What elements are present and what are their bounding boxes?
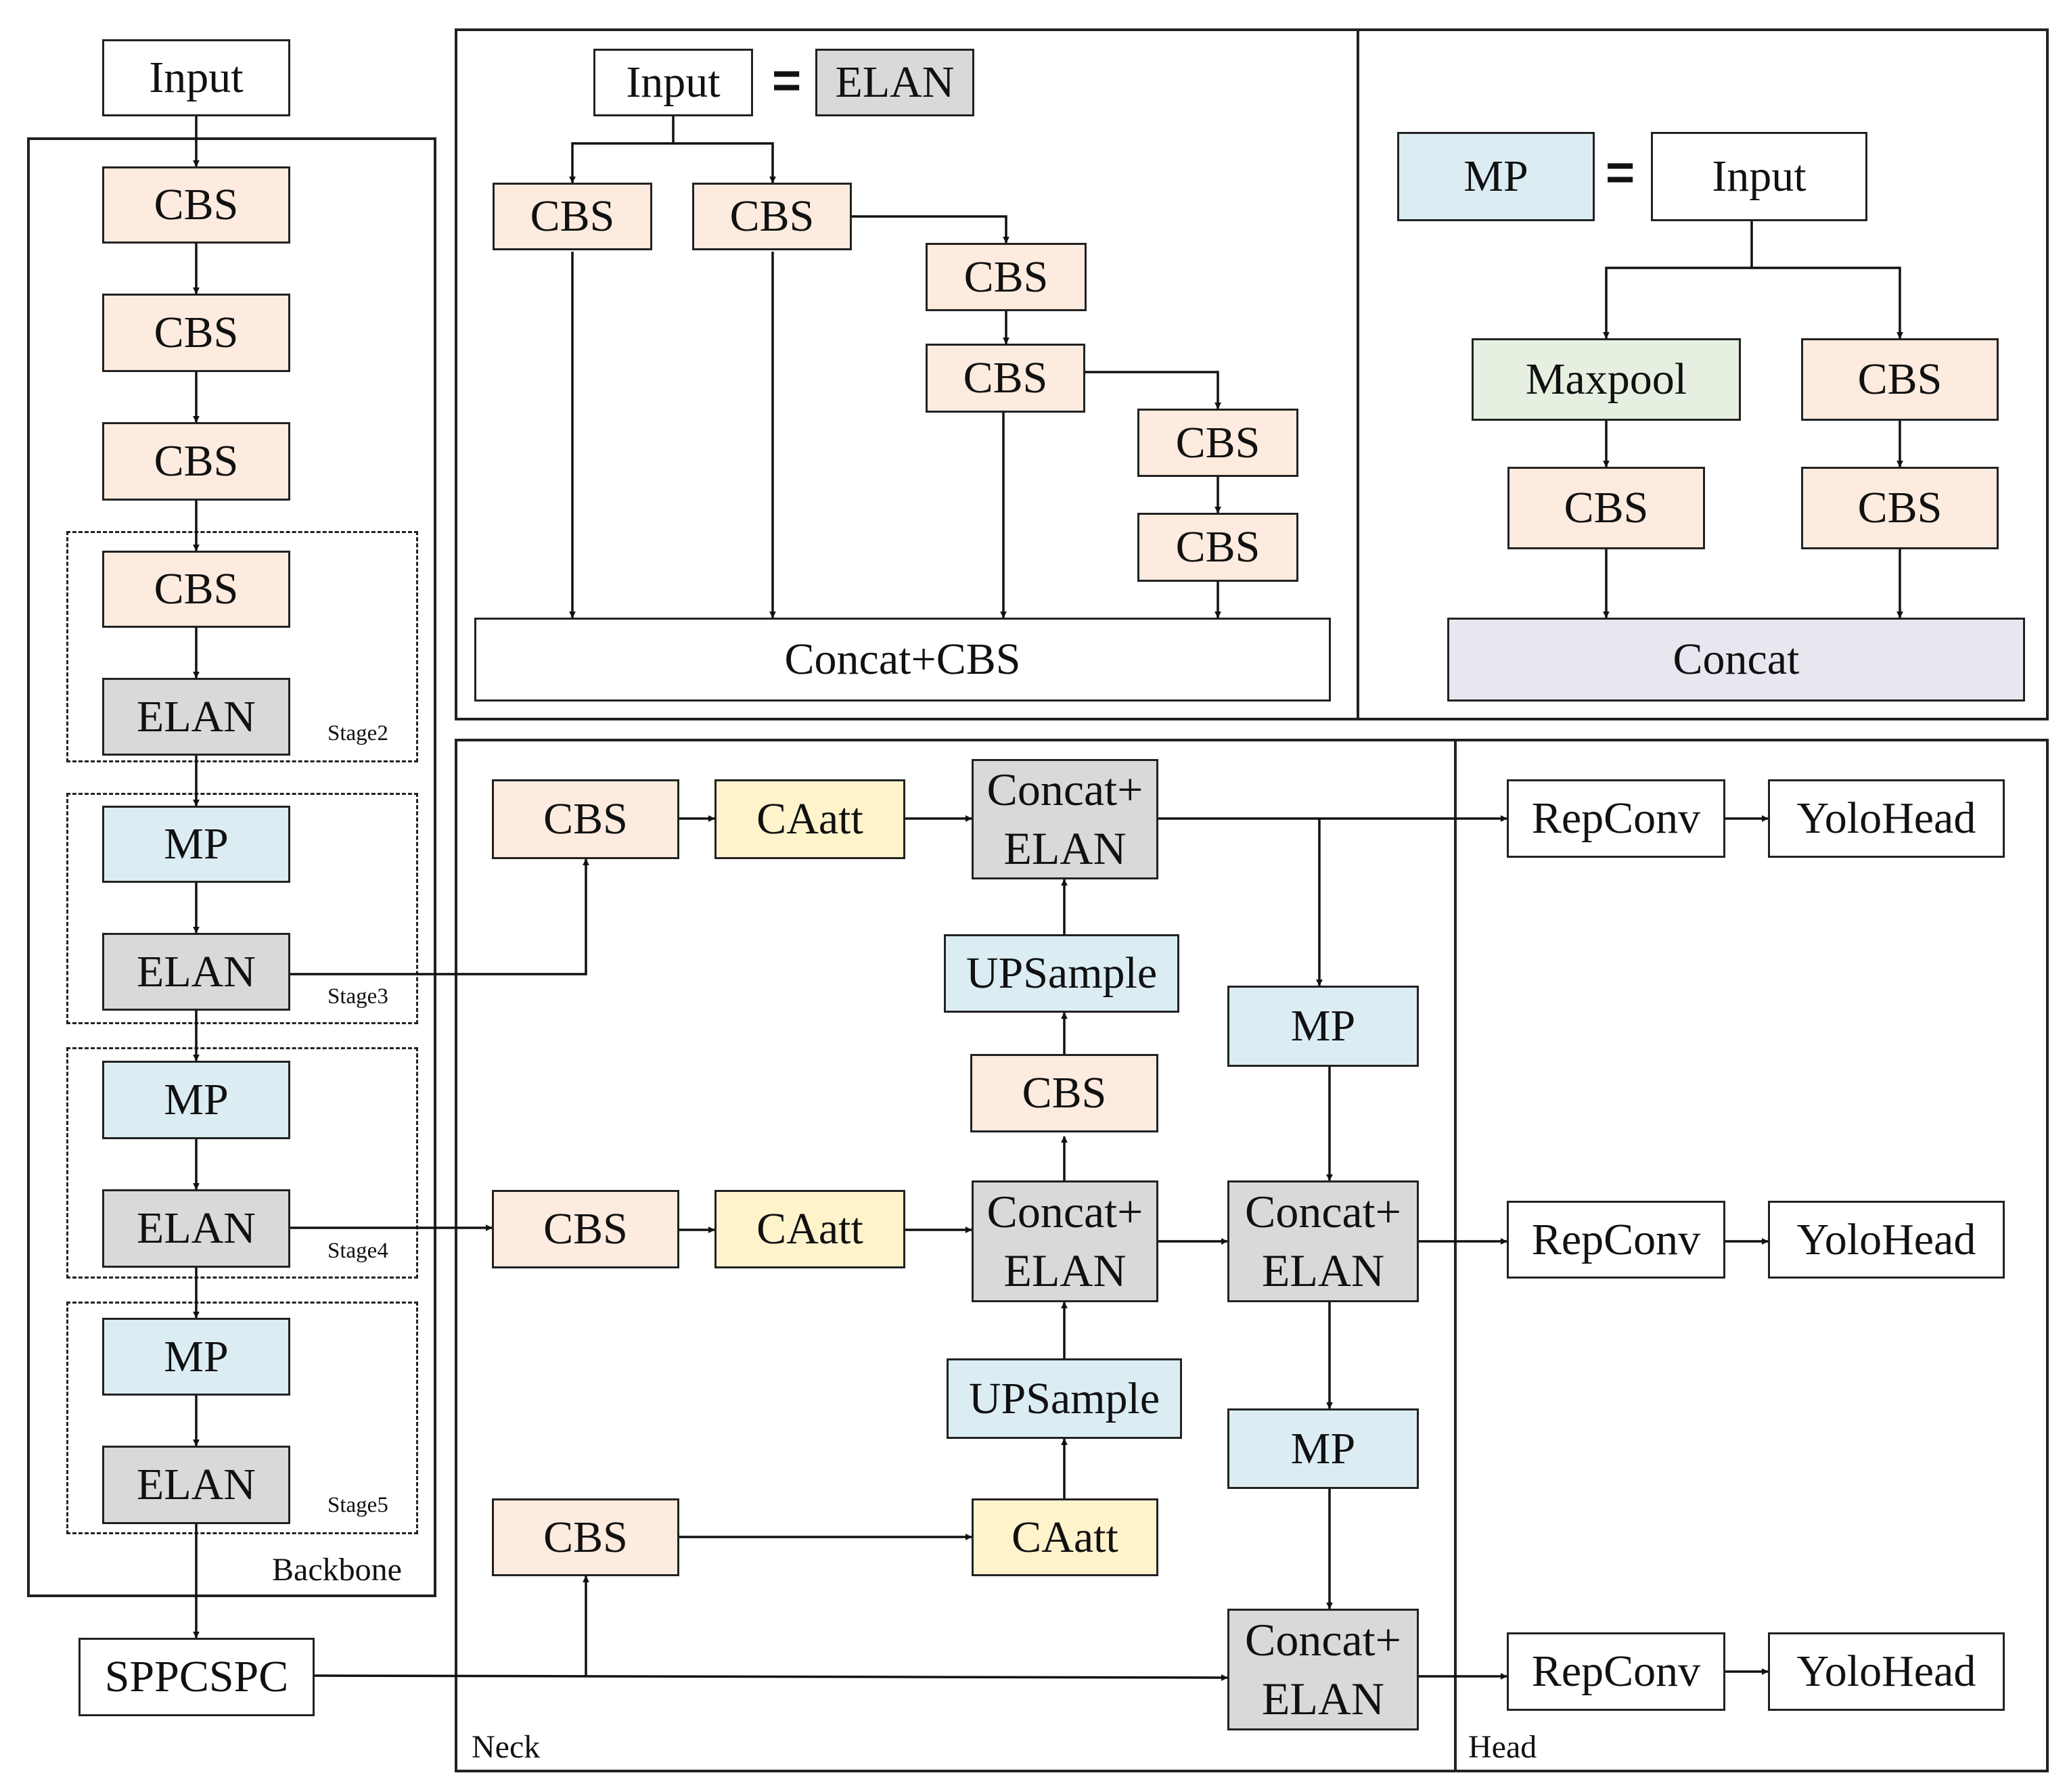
elan-legend-output-box: Concat+CBS bbox=[474, 618, 1331, 702]
elan-legend-cbs-left-2: CBS bbox=[692, 183, 852, 250]
elan-legend-cbs-left-1: CBS bbox=[493, 183, 652, 250]
stage5-label: Stage5 bbox=[327, 1493, 388, 1517]
neck-section-label: Neck bbox=[472, 1729, 541, 1765]
neck-mp-box-2: MP bbox=[1227, 1408, 1419, 1489]
neck-mp-box-1: MP bbox=[1227, 986, 1419, 1067]
neck-merge-mid-line2: ELAN bbox=[1261, 1245, 1385, 1296]
stage4-label: Stage4 bbox=[327, 1239, 388, 1263]
stage3-mp-box: MP bbox=[102, 806, 290, 883]
elan-legend-equals: = bbox=[772, 52, 802, 108]
mp-legend-output-box: Concat bbox=[1447, 618, 2025, 702]
stage5-elan-box: ELAN bbox=[102, 1446, 290, 1524]
backbone-cbs-box-2: CBS bbox=[102, 294, 290, 372]
head-repconv-box-1: RepConv bbox=[1507, 779, 1725, 858]
mp-legend-cbs-right-1: CBS bbox=[1801, 338, 1999, 421]
backbone-cbs-box-3: CBS bbox=[102, 422, 290, 501]
head-repconv-box-3: RepConv bbox=[1507, 1632, 1725, 1711]
stage2-cbs-box: CBS bbox=[102, 551, 290, 628]
head-frame bbox=[1454, 739, 2049, 1772]
mp-legend-input-box: Input bbox=[1651, 132, 1867, 221]
head-repconv-box-2: RepConv bbox=[1507, 1201, 1725, 1279]
stage2-frame bbox=[66, 531, 418, 762]
backbone-cbs-box-1: CBS bbox=[102, 166, 290, 244]
neck-middle-merge-line2: ELAN bbox=[1003, 1245, 1127, 1296]
neck-cbs-between-box: CBS bbox=[970, 1054, 1158, 1132]
head-yolohead-box-3: YoloHead bbox=[1768, 1632, 2005, 1711]
neck-merge-bottom-line2: ELAN bbox=[1261, 1673, 1385, 1724]
neck-top-cbs-box: CBS bbox=[492, 779, 679, 859]
head-yolohead-box-1: YoloHead bbox=[1768, 779, 2005, 858]
neck-middle-caatt-box: CAatt bbox=[714, 1190, 905, 1268]
stage2-elan-box: ELAN bbox=[102, 678, 290, 756]
mp-legend-name-box: MP bbox=[1397, 132, 1595, 221]
mp-legend-equals: = bbox=[1606, 144, 1635, 200]
neck-middle-cbs-box: CBS bbox=[492, 1190, 679, 1268]
sppcspc-box: SPPCSPC bbox=[78, 1638, 315, 1716]
backbone-frame bbox=[27, 137, 436, 1597]
backbone-section-label: Backbone bbox=[272, 1552, 402, 1588]
neck-top-merge-box: Concat+ ELAN bbox=[972, 759, 1158, 879]
backbone-input-box: Input bbox=[102, 39, 290, 116]
stage3-elan-box: ELAN bbox=[102, 933, 290, 1011]
neck-merge-mid-box: Concat+ ELAN bbox=[1227, 1180, 1419, 1302]
neck-top-merge-line1: Concat+ bbox=[986, 763, 1143, 815]
elan-legend-name-box: ELAN bbox=[815, 49, 974, 116]
neck-middle-merge-line1: Concat+ bbox=[986, 1185, 1143, 1237]
stage3-label: Stage3 bbox=[327, 984, 388, 1009]
stage5-frame bbox=[66, 1302, 418, 1534]
stage4-frame bbox=[66, 1047, 418, 1279]
neck-upsample-box-1: UPSample bbox=[944, 934, 1179, 1013]
elan-legend-cbs-mid-2: CBS bbox=[926, 344, 1085, 413]
stage5-mp-box: MP bbox=[102, 1318, 290, 1396]
mp-legend-maxpool-box: Maxpool bbox=[1472, 338, 1741, 421]
head-yolohead-box-2: YoloHead bbox=[1768, 1201, 2005, 1279]
neck-bottom-caatt-box: CAatt bbox=[972, 1498, 1158, 1576]
elan-legend-cbs-right-2: CBS bbox=[1137, 513, 1298, 582]
neck-merge-mid-line1: Concat+ bbox=[1245, 1185, 1401, 1237]
neck-merge-bottom-line1: Concat+ bbox=[1245, 1613, 1401, 1665]
head-section-label: Head bbox=[1468, 1729, 1537, 1765]
neck-top-caatt-box: CAatt bbox=[714, 779, 905, 859]
elan-legend-input-box: Input bbox=[593, 49, 753, 116]
stage4-elan-box: ELAN bbox=[102, 1189, 290, 1268]
neck-top-merge-line2: ELAN bbox=[1003, 823, 1127, 874]
mp-legend-cbs-right-2: CBS bbox=[1801, 467, 1999, 549]
elan-legend-cbs-right-1: CBS bbox=[1137, 409, 1298, 477]
neck-middle-merge-box: Concat+ ELAN bbox=[972, 1180, 1158, 1302]
mp-legend-frame bbox=[1357, 28, 2049, 720]
elan-legend-cbs-mid-1: CBS bbox=[926, 243, 1087, 311]
neck-merge-bottom-box: Concat+ ELAN bbox=[1227, 1609, 1419, 1730]
neck-upsample-box-2: UPSample bbox=[947, 1358, 1182, 1439]
stage3-frame bbox=[66, 793, 418, 1024]
neck-bottom-cbs-box: CBS bbox=[492, 1498, 679, 1576]
stage2-label: Stage2 bbox=[327, 721, 388, 745]
mp-legend-cbs-after-maxpool: CBS bbox=[1507, 467, 1705, 549]
stage4-mp-box: MP bbox=[102, 1061, 290, 1139]
